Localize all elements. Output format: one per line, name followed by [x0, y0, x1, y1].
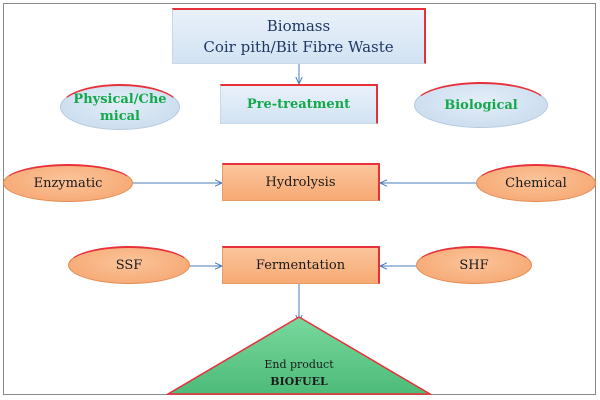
pretreatment-label: Pre-treatment: [246, 97, 351, 112]
pretreatment-box: Pre-treatment: [220, 84, 378, 124]
biological-label: Biological: [444, 98, 518, 113]
biomass-box: Biomass Coir pith/Bit Fibre Waste: [172, 8, 426, 64]
biomass-title: Biomass: [266, 16, 331, 35]
end-product-triangle: [165, 316, 433, 395]
hydrolysis-box: Hydrolysis: [222, 163, 380, 201]
end-product-label-group: End product BIOFUEL: [219, 355, 379, 391]
shf-label: SHF: [459, 258, 489, 273]
biofuel-label: BIOFUEL: [270, 375, 328, 388]
chemical-label: Chemical: [505, 176, 567, 191]
ssf-ellipse: SSF: [68, 246, 190, 284]
enzymatic-label: Enzymatic: [33, 176, 103, 191]
enzymatic-ellipse: Enzymatic: [3, 164, 133, 202]
hydrolysis-label: Hydrolysis: [265, 175, 336, 190]
chemical-ellipse: Chemical: [476, 164, 596, 202]
fermentation-label: Fermentation: [255, 258, 346, 273]
shf-ellipse: SHF: [416, 246, 532, 284]
fermentation-box: Fermentation: [222, 246, 380, 284]
end-product-label: End product: [264, 358, 334, 371]
physical-chemical-ellipse: Physical/Che mical: [60, 84, 180, 130]
biological-ellipse: Biological: [414, 82, 548, 128]
physical-chemical-line2: mical: [100, 108, 140, 124]
ssf-label: SSF: [115, 258, 143, 273]
physical-chemical-line1: Physical/Che: [73, 91, 167, 107]
biomass-subtitle: Coir pith/Bit Fibre Waste: [203, 37, 394, 56]
